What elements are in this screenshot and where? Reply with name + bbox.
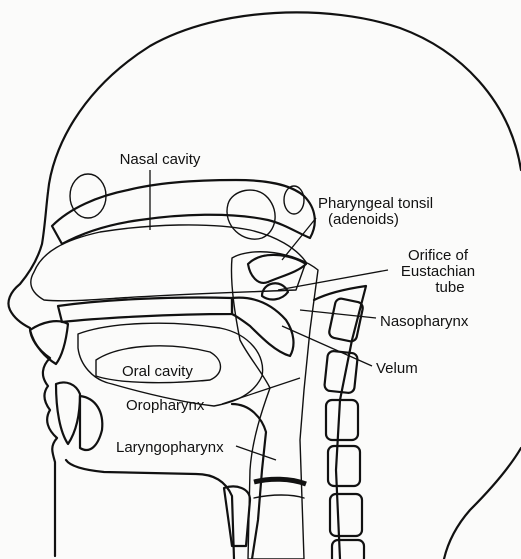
hard-palate <box>58 297 232 322</box>
label-orifice-line2: Eustachian <box>401 263 475 280</box>
label-nasopharynx: Nasopharynx <box>380 313 469 330</box>
vertebra-5 <box>330 494 362 536</box>
leader-orifice <box>278 270 388 290</box>
hyoid <box>224 487 250 547</box>
label-nasal-cavity: Nasal cavity <box>120 151 201 168</box>
leader-laryngopharynx <box>236 446 276 460</box>
frontal-sinus <box>70 174 106 218</box>
label-pharyngeal-tonsil: Pharyngeal tonsil <box>318 195 433 212</box>
neck-front <box>66 460 234 559</box>
label-laryngopharynx: Laryngopharynx <box>116 439 224 456</box>
label-velum: Velum <box>376 360 418 377</box>
adenoid-tissue <box>248 255 306 283</box>
jaw-bone <box>80 396 102 450</box>
vertebra-3 <box>326 400 358 440</box>
label-adenoids: (adenoids) <box>328 211 399 228</box>
leader-oropharynx <box>222 378 300 404</box>
vertebra-1 <box>328 298 364 343</box>
neck-back-outline <box>444 448 521 559</box>
lower-lip <box>56 382 80 444</box>
label-orifice-line1: Orifice of <box>408 247 469 264</box>
trachea-ring <box>254 495 304 498</box>
label-oral-cavity: Oral cavity <box>122 363 193 380</box>
label-orifice-line3: tube <box>435 279 464 296</box>
vertebra-6 <box>332 540 364 559</box>
label-oropharynx: Oropharynx <box>126 397 205 414</box>
vertebra-4 <box>328 446 360 486</box>
